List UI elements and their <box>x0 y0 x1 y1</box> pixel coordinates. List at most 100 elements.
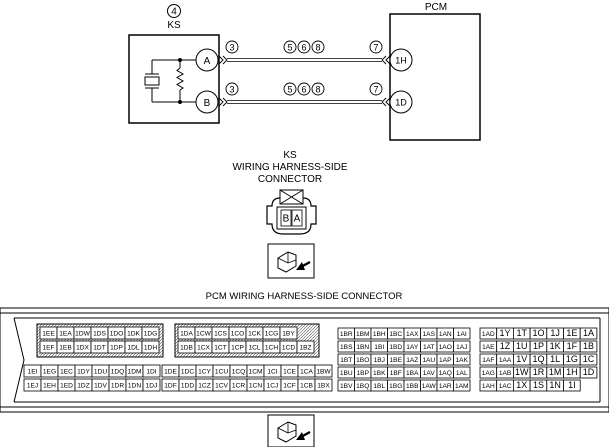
pcm-pin-label: 1EC <box>60 368 73 375</box>
pcm-pin-cell <box>142 364 161 378</box>
pcm-pin-label: 1CH <box>265 344 278 351</box>
pcm-pin-label: 1EA <box>59 330 72 337</box>
pcm-pin-label: 1CW <box>196 330 211 337</box>
pcm-pin-label: 1CO <box>231 330 245 337</box>
pcm-pin-cell <box>296 340 315 354</box>
pcm-pin-label: 1CJ <box>267 382 279 389</box>
pcm-pin-label: 1CA <box>300 368 313 375</box>
pcm-pin-label: 1CM <box>249 368 263 375</box>
pcm-pin-label: 1BC <box>389 331 402 338</box>
pcm-pin-label: 1J <box>550 328 560 338</box>
ks-connector-pin-a: A <box>294 214 301 225</box>
pcm-pin-label: 1L <box>550 354 560 364</box>
pcm-pin-label: 1CE <box>283 368 296 375</box>
pcm-pin-label: 1CL <box>248 344 260 351</box>
pcm-pin-label: 1EG <box>43 368 56 375</box>
wire-upper-ref-left: 3 <box>229 43 234 53</box>
pcm-pin-label: 1E <box>566 328 577 338</box>
pcm-pin-label: 1AT <box>423 344 435 351</box>
pcm-pin-label: 1P <box>533 341 544 351</box>
wire-upper-ref-mid-2: 6 <box>301 43 306 53</box>
connector-mark-right-lower <box>381 97 391 107</box>
connector-view-direction-icon-bottom <box>267 414 315 447</box>
pcm-pin-label: 1DH <box>144 344 157 351</box>
pcm-pin-label: 1M <box>549 367 562 377</box>
pcm-pin-label: 1AH <box>482 383 495 390</box>
pcm-pin-cell <box>142 378 161 392</box>
pcm-pin-label: 1EJ <box>27 382 38 389</box>
pcm-pin-label: 1AP <box>439 357 452 364</box>
pcm-pin-cell <box>579 353 598 366</box>
pcm-pin-label: 1AQ <box>439 370 452 377</box>
schematic: 4 KS A B <box>128 2 481 141</box>
pcm-pin-label: 1BA <box>406 370 419 377</box>
pcm-pin-label: 1BQ <box>356 383 369 390</box>
pcm-pin-cell <box>314 378 333 392</box>
pcm-pin-label: 1CR <box>232 382 245 389</box>
wire-lower-ref-mid-3: 8 <box>315 85 320 95</box>
pcm-pin-label: 1BV <box>340 383 353 390</box>
pcm-pin-label: 1AU <box>422 357 435 364</box>
pcm-pin-label: 1S <box>533 380 544 390</box>
ks-pin-a-label: A <box>204 56 211 67</box>
pcm-pin-label: 1DG <box>144 330 158 337</box>
pcm-pin-label: 1DE <box>164 368 177 375</box>
pcm-pin-label: 1W <box>515 367 529 377</box>
pcm-pin-label: 1AL <box>456 370 468 377</box>
pcm-pin-label: 1BS <box>340 344 353 351</box>
pcm-pin-label: 1AW <box>422 383 437 390</box>
connector-view-direction-icon <box>267 243 315 279</box>
pcm-pin-cell <box>579 327 598 340</box>
pcm-pin-label: 1AZ <box>406 357 418 364</box>
pcm-pin-cell <box>453 327 471 340</box>
pcm-pin-label: 1DS <box>93 330 106 337</box>
pcm-pin-label: 1BT <box>340 357 352 364</box>
pcm-pin-label: 1DA <box>180 330 193 337</box>
ks-ref-number: 4 <box>171 7 177 18</box>
pcm-pin-cell <box>579 366 598 379</box>
pcm-pin-cell <box>279 326 298 340</box>
pcm-pin-label: 1BB <box>406 383 419 390</box>
pcm-pin-label: 1BN <box>356 344 369 351</box>
pcm-pin-label: 1B <box>583 341 594 351</box>
pcm-pin-cell <box>453 379 471 392</box>
pcm-pin-label: 1AE <box>482 344 495 351</box>
pcm-pin-cell <box>453 353 471 366</box>
pcm-pin-label: 1BD <box>389 344 402 351</box>
pcm-pin-label: 1CB <box>300 382 313 389</box>
pcm-pin-label: 1BX <box>317 382 330 389</box>
pcm-pin-label: 1BU <box>340 370 353 377</box>
pcm-pin-label: 1DV <box>94 382 107 389</box>
pcm-pin-label: 1DI <box>146 368 156 375</box>
pcm-pin-label: 1AF <box>482 357 494 364</box>
pcm-pin-label: 1CV <box>215 382 228 389</box>
pcm-pin-label: 1AX <box>406 331 419 338</box>
pcm-pin-cell <box>579 340 598 353</box>
pcm-pin-label: 1BI <box>374 344 384 351</box>
pcm-pin-label: 1CS <box>214 330 227 337</box>
pcm-pin-label: 1T <box>516 328 527 338</box>
pcm-pin-label: 1AO <box>439 344 452 351</box>
ks-ref-number-circle <box>167 4 181 18</box>
pcm-pin-label: 1DT <box>93 344 105 351</box>
pcm-pin-label: 1O <box>532 328 544 338</box>
pcm-pin-label: 1AJ <box>456 344 467 351</box>
pcm-pin-label: 1DJ <box>146 382 158 389</box>
pcm-pin-label: 1R <box>533 367 545 377</box>
ks-label: KS <box>167 20 181 31</box>
pcm-pin-label: 1DF <box>164 382 176 389</box>
pcm-pin-label: 1EB <box>59 344 72 351</box>
pcm-pin-1d-circle <box>389 90 413 114</box>
pcm-pin-label: 1BL <box>373 383 385 390</box>
ks-connector-view: KS WIRING HARNESS-SIDE CONNECTOR B A <box>232 150 348 279</box>
pcm-pin-cell <box>314 364 333 378</box>
pcm-pin-label: 1BY <box>282 330 295 337</box>
pcm-pin-label: 1Q <box>532 354 544 364</box>
pcm-pin-label: 1Z <box>500 341 511 351</box>
piezo-element-symbol <box>144 59 180 103</box>
ks-connector-title-line3: CONNECTOR <box>258 174 322 185</box>
pcm-pin-label: 1DN <box>128 382 141 389</box>
pcm-pin-label: 1DW <box>75 330 90 337</box>
